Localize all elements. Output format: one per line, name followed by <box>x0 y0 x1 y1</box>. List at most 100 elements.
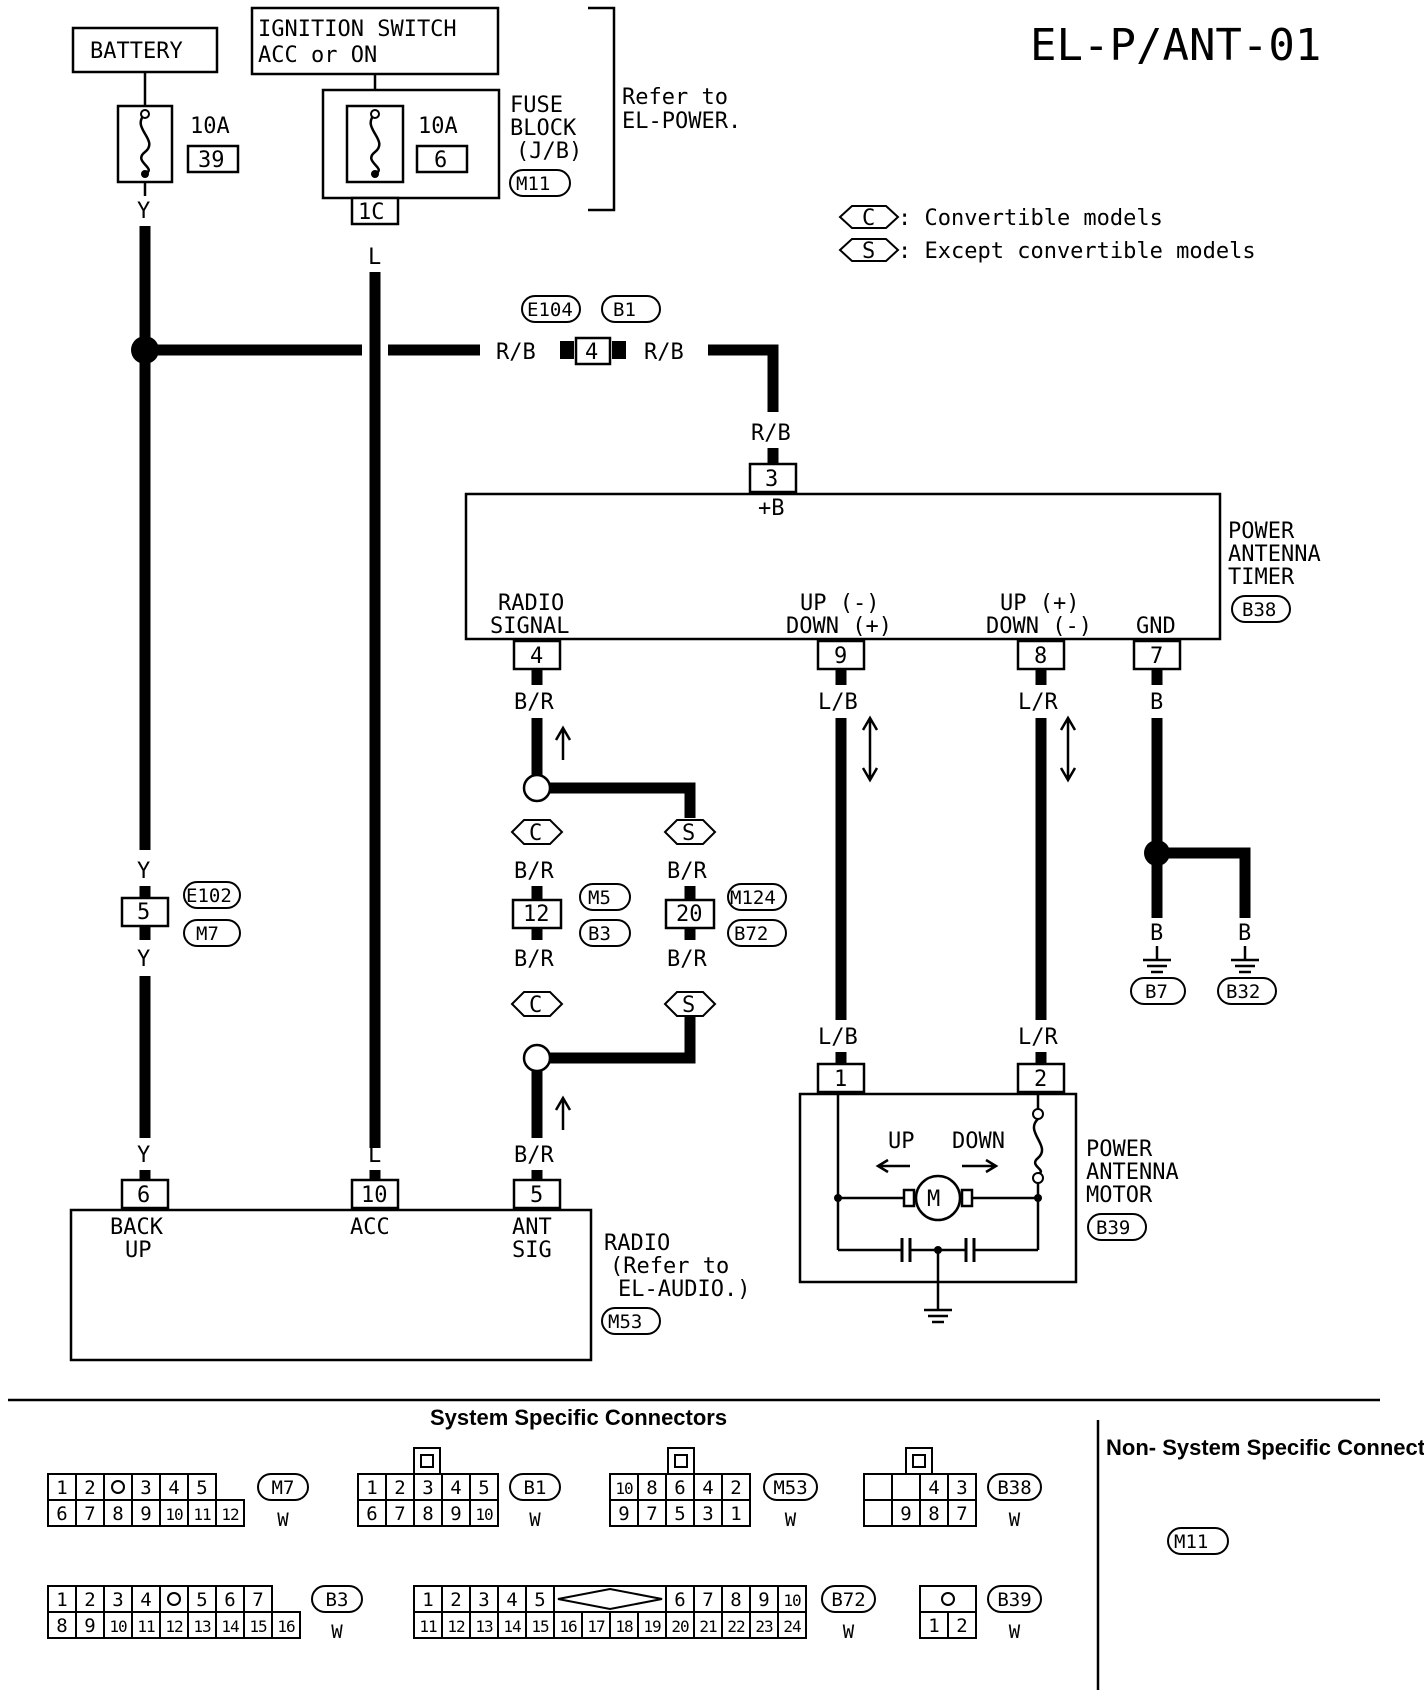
b38-pin: 3 <box>956 1477 967 1499</box>
svg-text:L/R: L/R <box>1018 1025 1058 1050</box>
ground-b32-code: B32 <box>1226 981 1260 1003</box>
m53-pin: 6 <box>674 1477 685 1499</box>
b72-pin: 21 <box>699 1617 717 1636</box>
svg-text:RADIO: RADIO <box>498 591 564 616</box>
svg-text:5: 5 <box>137 900 150 925</box>
svg-text:BLOCK: BLOCK <box>510 116 577 141</box>
svg-text:9: 9 <box>834 644 847 669</box>
svg-text:B/R: B/R <box>514 947 554 972</box>
svg-text:20: 20 <box>676 902 703 927</box>
m7-pin: 8 <box>112 1503 123 1525</box>
b1-pin: 10 <box>475 1505 493 1524</box>
svg-text:R/B: R/B <box>751 421 791 446</box>
m7-pin: 6 <box>56 1503 67 1525</box>
connector-color: W <box>843 1621 855 1643</box>
conn-e104-b1 <box>574 336 612 366</box>
m7-pin: 4 <box>168 1477 179 1499</box>
ground-symbol-b32 <box>1231 946 1259 974</box>
svg-text:R/B: R/B <box>496 340 536 365</box>
b3-pin: 2 <box>84 1589 95 1611</box>
conn-1c <box>350 196 400 226</box>
svg-text:C: C <box>529 993 542 1018</box>
b72-pin: 17 <box>587 1617 605 1636</box>
motor-pin-2 <box>1016 1062 1066 1094</box>
b72-pin: 1 <box>422 1589 433 1611</box>
b3-pin: 6 <box>224 1589 235 1611</box>
svg-text:TIMER: TIMER <box>1228 565 1295 590</box>
svg-text:L/R: L/R <box>1018 690 1058 715</box>
b3-pin: 16 <box>277 1617 295 1636</box>
svg-text:4: 4 <box>530 644 543 669</box>
ignition-fuse-amp: 10A <box>418 114 458 139</box>
timer-code: B38 <box>1242 599 1276 621</box>
b1-pin: 6 <box>366 1503 377 1525</box>
svg-text:UP: UP <box>125 1238 152 1263</box>
svg-text:M: M <box>927 1187 940 1212</box>
timer-pin-8 <box>1016 639 1066 671</box>
connector-color: W <box>1009 1621 1021 1643</box>
svg-text:M5: M5 <box>588 887 611 909</box>
svg-text:Y: Y <box>137 1143 150 1168</box>
svg-text:1: 1 <box>834 1067 847 1092</box>
svg-text:S: S <box>682 993 695 1018</box>
svg-text:B/R: B/R <box>514 859 554 884</box>
svg-text:EL-POWER.: EL-POWER. <box>622 109 741 134</box>
b72-pin: 10 <box>783 1591 801 1610</box>
svg-text:B: B <box>1238 921 1251 946</box>
m7-pin: 10 <box>165 1505 183 1524</box>
legend-except-convertible: : Except convertible models <box>898 239 1256 264</box>
radio-pin-5 <box>512 1178 562 1210</box>
svg-text:E102: E102 <box>186 885 232 907</box>
timer-pin-7 <box>1132 639 1182 671</box>
m7-pin: 3 <box>140 1477 151 1499</box>
b72-pin: 2 <box>450 1589 461 1611</box>
b72-pin: 4 <box>506 1589 517 1611</box>
connector-color: W <box>277 1509 289 1531</box>
svg-text:12: 12 <box>523 902 550 927</box>
svg-text:C: C <box>529 821 542 846</box>
b39-pin: 2 <box>956 1615 967 1637</box>
b1-pin: 8 <box>422 1503 433 1525</box>
svg-text:Y: Y <box>137 859 150 884</box>
b72-pin: 24 <box>783 1617 801 1636</box>
svg-text:ANT: ANT <box>512 1215 552 1240</box>
radio-unit <box>69 1208 593 1362</box>
battery-label: BATTERY <box>90 39 183 64</box>
svg-text:B/R: B/R <box>667 859 707 884</box>
b72-pin: 13 <box>475 1617 493 1636</box>
svg-text:+B: +B <box>758 496 785 521</box>
b38-pin: 8 <box>928 1503 939 1525</box>
b1-pin: 3 <box>422 1477 433 1499</box>
b72-pin: 18 <box>615 1617 633 1636</box>
b72-pin: 11 <box>419 1617 437 1636</box>
svg-text:L/B: L/B <box>818 690 858 715</box>
connector-code: B39 <box>997 1589 1031 1611</box>
svg-text:FUSE: FUSE <box>510 93 563 118</box>
battery-fuse-amp: 10A <box>190 114 230 139</box>
svg-text:3: 3 <box>765 467 778 492</box>
svg-text:DOWN (+): DOWN (+) <box>786 614 892 639</box>
diagram-title: EL-P/ANT-01 <box>1030 20 1321 71</box>
svg-text:L/B: L/B <box>818 1025 858 1050</box>
b3-pin: 9 <box>84 1615 95 1637</box>
b3-pin: 4 <box>140 1589 151 1611</box>
svg-text:E104: E104 <box>527 299 573 321</box>
svg-text:B/R: B/R <box>514 690 554 715</box>
conn-m5-b3 <box>511 898 563 930</box>
b3-pin: 7 <box>252 1589 263 1611</box>
b1-pin: 9 <box>450 1503 461 1525</box>
b72-pin: 3 <box>478 1589 489 1611</box>
svg-text:MOTOR: MOTOR <box>1086 1183 1153 1208</box>
svg-text:R/B: R/B <box>644 340 684 365</box>
svg-text:RADIO: RADIO <box>604 1231 670 1256</box>
b3-pin: 10 <box>109 1617 127 1636</box>
non-system-m11: M11 <box>1174 1531 1208 1553</box>
svg-text:POWER: POWER <box>1086 1137 1153 1162</box>
battery-box <box>71 26 219 74</box>
b38-pin: 4 <box>928 1477 939 1499</box>
